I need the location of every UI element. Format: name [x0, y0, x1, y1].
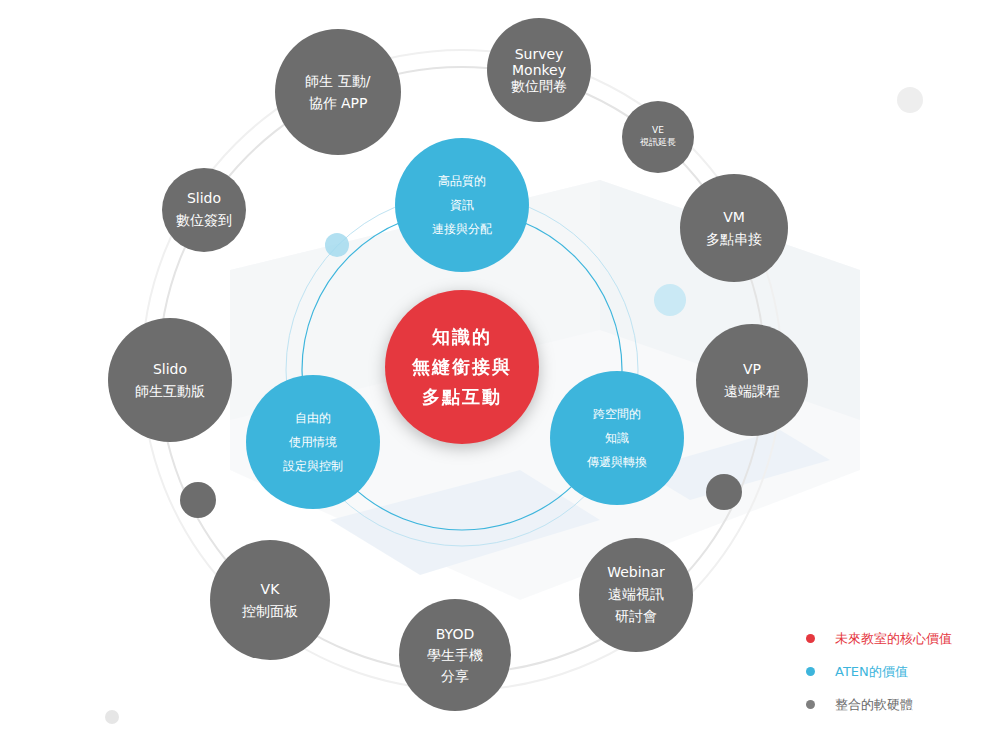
circle-shape [579, 538, 693, 652]
node-label: 跨空間的 知識 傳遞與轉換 [583, 402, 651, 474]
circle-outline [108, 318, 232, 442]
circle-shape [162, 168, 246, 252]
node-label: VK 控制面板 [239, 578, 301, 623]
node-label: Survey Monkey 數位問卷 [504, 46, 574, 94]
product-circle: VK 控制面板 [210, 540, 330, 660]
text-group: VM 多點串接 [703, 206, 765, 251]
text-group: 高品質的 資訊 連接與分配 [428, 169, 496, 241]
core-value-circle: 知識的 無縫銜接與 多點互動 [385, 290, 539, 444]
outer-ring [159, 67, 765, 673]
desk-shape [330, 470, 600, 575]
node-label: Webinar 遠端視訊 研討會 [604, 562, 668, 627]
node-label: BYOD 學生手機 分享 [423, 624, 487, 687]
circle-outline [162, 168, 246, 252]
legend: 未來教室的核心價值 ATEN的價值整合的軟硬體 [806, 622, 952, 721]
text-group: VP 遠端課程 [721, 358, 783, 403]
product-circle: 師生 互動/協作 APP [275, 29, 401, 155]
circle-shape [395, 138, 529, 272]
decor-dot [105, 710, 119, 724]
decor-dot [180, 482, 216, 518]
text-group: VK 控制面板 [239, 578, 301, 623]
value-circle: 高品質的 資訊 連接與分配 [395, 138, 529, 272]
text-group: Slido 數位簽到 [173, 188, 235, 231]
node-label: VM 多點串接 [703, 206, 765, 251]
decor-dot [897, 87, 923, 113]
text-group: 師生 互動/協作 APP [293, 70, 383, 115]
circle-outline [210, 540, 330, 660]
node-label: 師生 互動/協作 APP [293, 70, 383, 115]
product-circle: VE 視訊延長 [622, 101, 694, 173]
circle-shape [399, 599, 511, 711]
legend-row: ATEN的價值 [806, 655, 952, 688]
legend-swatch [806, 634, 815, 643]
circle-shape [680, 174, 788, 282]
node-label: 自由的 使用情境 設定與控制 [279, 406, 347, 478]
text-group: VE 視訊延長 [638, 125, 678, 148]
text-group: 跨空間的 知識 傳遞與轉換 [583, 402, 651, 474]
circle-shape [108, 318, 232, 442]
product-circle: VP 遠端課程 [696, 324, 808, 436]
text-group: 知識的 無縫銜接與 多點互動 [406, 322, 518, 411]
text-group: 自由的 使用情境 設定與控制 [279, 406, 347, 478]
circle-shape [385, 290, 539, 444]
text-group: BYOD 學生手機 分享 [423, 624, 487, 687]
value-circle: 自由的 使用情境 設定與控制 [246, 375, 380, 509]
circle-outline [275, 29, 401, 155]
legend-row: 整合的軟硬體 [806, 688, 952, 721]
circle-shape [550, 371, 684, 505]
legend-swatch [806, 667, 815, 676]
circle-shape [210, 540, 330, 660]
node-label: 知識的 無縫銜接與 多點互動 [406, 322, 518, 411]
outer-ring [142, 50, 782, 690]
product-circle: Slido 數位簽到 [162, 168, 246, 252]
product-circle: Slido 師生互動版 [108, 318, 232, 442]
node-label: Slido 師生互動版 [132, 358, 208, 403]
legend-label: ATEN的價值 [835, 663, 908, 681]
product-circle: BYOD 學生手機 分享 [399, 599, 511, 711]
circle-shape [696, 324, 808, 436]
circle-shape [622, 101, 694, 173]
node-label: VP 遠端課程 [721, 358, 783, 403]
legend-label: 整合的軟硬體 [835, 696, 913, 714]
legend-swatch [806, 700, 815, 709]
circle-shape [487, 18, 591, 122]
text-group: Survey Monkey 數位問卷 [504, 46, 574, 94]
node-label: Slido 數位簽到 [173, 188, 235, 231]
value-circle: 跨空間的 知識 傳遞與轉換 [550, 371, 684, 505]
decor-dot [325, 233, 349, 257]
legend-label: 未來教室的核心價值 [835, 630, 952, 648]
text-group: Slido 師生互動版 [132, 358, 208, 403]
product-circle: Webinar 遠端視訊 研討會 [579, 538, 693, 652]
text-group: Webinar 遠端視訊 研討會 [604, 562, 668, 627]
node-label: 高品質的 資訊 連接與分配 [428, 169, 496, 241]
circle-outline [696, 324, 808, 436]
legend-row: 未來教室的核心價值 [806, 622, 952, 655]
circle-outline [680, 174, 788, 282]
decor-dot [706, 474, 742, 510]
circle-shape [275, 29, 401, 155]
product-circle: VM 多點串接 [680, 174, 788, 282]
circle-shape [246, 375, 380, 509]
decor-dot [654, 284, 686, 316]
node-label: VE 視訊延長 [638, 125, 678, 148]
product-circle: Survey Monkey 數位問卷 [487, 18, 591, 122]
